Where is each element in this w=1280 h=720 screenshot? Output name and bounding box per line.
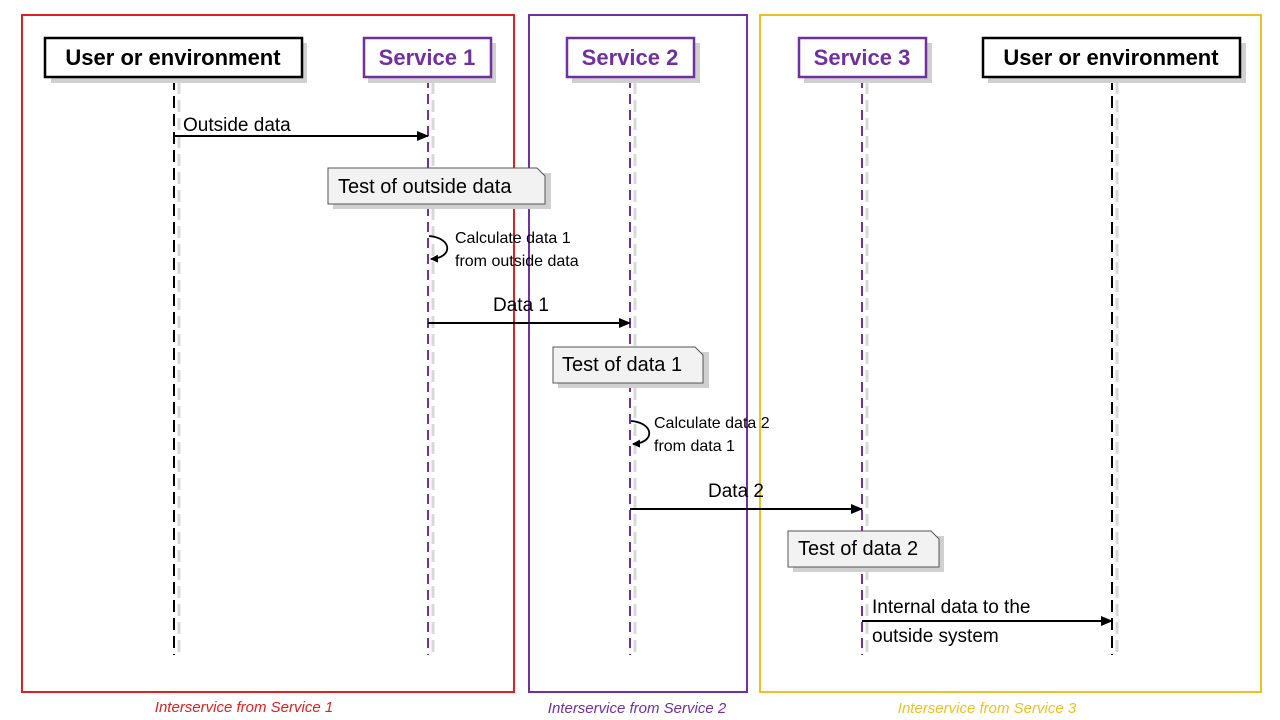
self-call-2-line1: Calculate data 2 xyxy=(654,415,770,432)
self-call-1-line1: Calculate data 1 xyxy=(455,230,571,247)
actor-service-1: Service 1 xyxy=(362,36,493,79)
actor-service-1-label: Service 1 xyxy=(379,45,476,70)
note-test-outside-data: Test of outside data xyxy=(327,167,551,209)
message-data-1-label: Data 1 xyxy=(493,295,549,316)
message-internal-data-line1: Internal data to the xyxy=(872,597,1030,618)
note-test-data-1-text: Test of data 1 xyxy=(562,354,682,376)
self-call-calculate-data-1 xyxy=(428,235,449,263)
actor-user-right: User or environment xyxy=(981,36,1242,79)
message-internal-data-line2: outside system xyxy=(872,626,999,647)
actor-user-left: User or environment xyxy=(43,36,304,79)
message-outside-data-label: Outside data xyxy=(183,115,291,136)
actor-service-3: Service 3 xyxy=(797,36,928,79)
group-caption-service-1: Interservice from Service 1 xyxy=(155,699,333,716)
self-call-calculate-data-2 xyxy=(630,420,651,448)
group-frame-service-1 xyxy=(21,14,515,693)
note-test-outside-data-text: Test of outside data xyxy=(338,176,512,198)
note-test-data-2-text: Test of data 2 xyxy=(798,538,918,560)
self-call-2-line2: from data 1 xyxy=(654,438,735,455)
group-caption-service-3: Interservice from Service 3 xyxy=(898,700,1077,717)
note-test-data-2: Test of data 2 xyxy=(787,530,944,572)
actor-service-3-label: Service 3 xyxy=(814,45,911,70)
actor-user-left-label: User or environment xyxy=(65,45,281,70)
actor-service-2: Service 2 xyxy=(565,36,696,79)
actor-service-2-label: Service 2 xyxy=(582,45,679,70)
actor-user-right-label: User or environment xyxy=(1003,45,1219,70)
group-frame-service-2 xyxy=(528,14,748,693)
message-data-2-label: Data 2 xyxy=(708,481,764,502)
group-caption-service-2: Interservice from Service 2 xyxy=(548,700,727,717)
self-call-1-line2: from outside data xyxy=(455,253,579,270)
group-frame-service-3 xyxy=(759,14,1262,693)
note-test-data-1: Test of data 1 xyxy=(552,346,709,388)
